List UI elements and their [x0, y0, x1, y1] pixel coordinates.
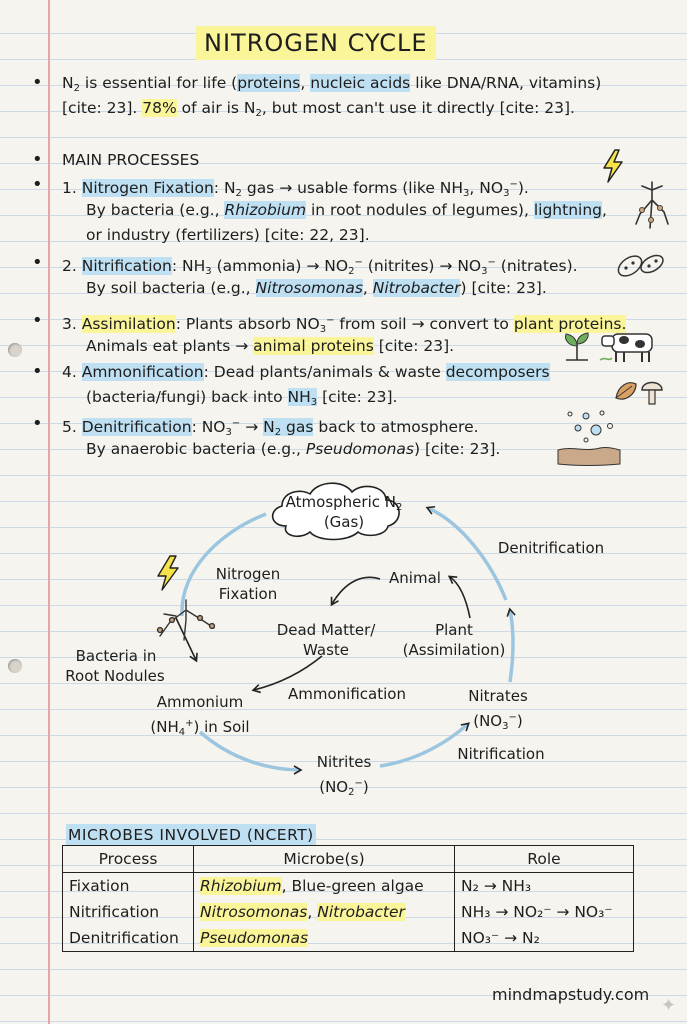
bullet: •: [32, 174, 43, 195]
intro-line-1: N2 is essential for life (proteins, nucl…: [62, 74, 602, 94]
atmosphere-cloud-icon: [271, 482, 400, 541]
process-4-line-1: 4. Ammonification: Dead plants/animals &…: [62, 363, 550, 381]
ammonium-label-2: (NH4+) in Soil: [150, 718, 250, 738]
bacteria-label-2: Root Nodules: [65, 667, 165, 685]
bullet: •: [32, 149, 43, 170]
animal-label: Animal: [389, 569, 441, 587]
process-2-line-1: 2. Nitrification: NH3 (ammonia) → NO2− (…: [62, 257, 578, 277]
nitrates-label-2: (NO3−): [473, 712, 523, 732]
ammonification-label: Ammonification: [288, 685, 406, 703]
bullet: •: [32, 310, 43, 331]
microbes-table: Process Microbe(s) Role Fixation Rhizobi…: [62, 845, 634, 952]
intro-line-2: [cite: 23]. 78% of air is N2, but most c…: [62, 99, 575, 119]
table-row: Nitrification Nitrosomonas, Nitrobacter …: [62, 899, 634, 925]
atmospheric-n2-label: Atmospheric N2: [285, 493, 403, 513]
cycle-arrows: [156, 482, 516, 775]
plant-sprout-icon: [565, 332, 589, 361]
root-nodules-icon: [156, 599, 216, 641]
margin-line: [48, 0, 50, 1024]
footer-url: mindmapstudy.com: [492, 985, 650, 1004]
plant-label-1: Plant: [435, 621, 473, 639]
table-header-process: Process: [62, 845, 194, 873]
gas-bubbles-icon: [557, 410, 621, 466]
bacteria-icon: [617, 254, 664, 277]
table-header-role: Role: [454, 845, 634, 873]
nitrogen-cycle-diagram: Atmospheric N2 (Gas) Nitrogen Fixation B…: [0, 470, 687, 810]
process-3-line-2: Animals eat plants → animal proteins [ci…: [86, 337, 455, 355]
nitrification-label: Nitrification: [457, 745, 545, 763]
role-cell: NH₃ → NO₂⁻ → NO₃⁻: [454, 899, 634, 925]
microbe-cell: Pseudomonas: [193, 925, 455, 952]
bullet: •: [32, 413, 43, 434]
table-row: Denitrification Pseudomonas NO₃⁻ → N₂: [62, 925, 634, 952]
nitrites-label-1: Nitrites: [316, 753, 372, 771]
process-cell: Denitrification: [62, 925, 194, 952]
dead-matter-label-2: Waste: [303, 641, 349, 659]
sparkle-icon: ✦: [661, 995, 677, 1016]
process-5-line-1: 5. Denitrification: NO3− → N2 gas back t…: [62, 418, 479, 438]
process-5-line-2: By anaerobic bacteria (e.g., Pseudomonas…: [86, 440, 501, 458]
role-cell: NO₃⁻ → N₂: [454, 925, 634, 952]
leaf-mushroom-icon: [615, 381, 663, 405]
bullet: •: [32, 252, 43, 273]
bullet: •: [32, 72, 43, 93]
denitrification-label: Denitrification: [497, 539, 605, 557]
nitrites-label-2: (NO2−): [319, 778, 369, 798]
bacteria-label-1: Bacteria in: [75, 647, 157, 665]
bullet: •: [32, 361, 43, 382]
root-nodules-icon: [635, 181, 669, 229]
gas-label: (Gas): [323, 513, 365, 531]
punch-hole: [8, 659, 22, 673]
main-processes-heading: MAIN PROCESSES: [62, 151, 200, 169]
ammonium-label-1: Ammonium: [156, 693, 244, 711]
process-2-line-2: By soil bacteria (e.g., Nitrosomonas, Ni…: [86, 279, 547, 297]
punch-hole: [8, 343, 22, 357]
nitrates-label-1: Nitrates: [468, 687, 528, 705]
table-row: Fixation Rhizobium, Blue-green algae N₂ …: [62, 872, 634, 899]
process-1-line-1: 1. Nitrogen Fixation: N2 gas → usable fo…: [62, 179, 529, 199]
process-4-line-2: (bacteria/fungi) back into NH3 [cite: 23…: [86, 388, 398, 408]
role-cell: N₂ → NH₃: [454, 872, 634, 899]
lightning-icon: [603, 149, 623, 183]
nitrogen-fixation-label-1: Nitrogen: [215, 565, 281, 583]
process-cell: Nitrification: [62, 899, 194, 925]
process-1-line-3: or industry (fertilizers) [cite: 22, 23]…: [86, 226, 370, 244]
microbes-title: MICROBES INVOLVED (NCERT): [66, 824, 316, 846]
dead-matter-label-1: Dead Matter/: [276, 621, 376, 639]
table-header-microbes: Microbe(s): [193, 845, 455, 873]
process-cell: Fixation: [62, 872, 194, 899]
plant-label-2: (Assimilation): [402, 641, 506, 659]
nitrogen-fixation-label-2: Fixation: [218, 585, 278, 603]
lightning-icon: [157, 555, 179, 591]
cow-icon: [599, 333, 653, 362]
page-title: NITROGEN CYCLE: [196, 26, 436, 60]
process-3-line-1: 3. Assimilation: Plants absorb NO3− from…: [62, 315, 627, 335]
microbe-cell: Nitrosomonas, Nitrobacter: [193, 899, 455, 925]
process-1-line-2: By bacteria (e.g., Rhizobium in root nod…: [86, 201, 607, 219]
microbe-cell: Rhizobium, Blue-green algae: [193, 872, 455, 899]
